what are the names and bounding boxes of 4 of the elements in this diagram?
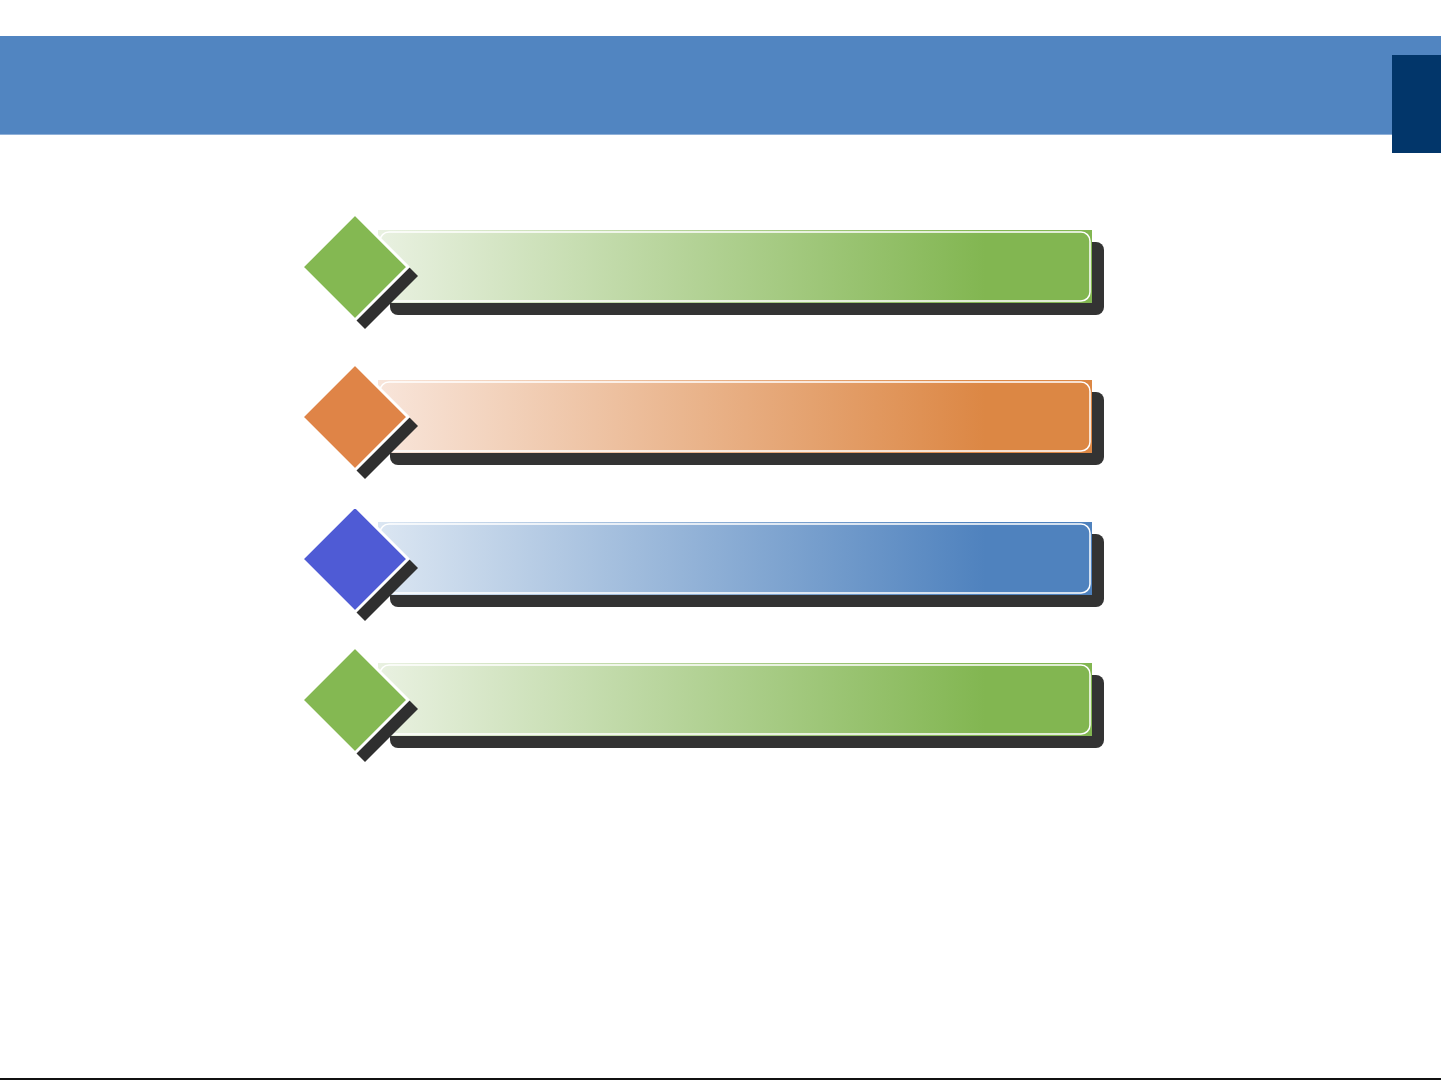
gradient-bar — [378, 663, 1106, 749]
gradient-bar — [378, 380, 1106, 466]
gradient-bar — [378, 522, 1106, 608]
gradient-bar — [378, 230, 1106, 316]
